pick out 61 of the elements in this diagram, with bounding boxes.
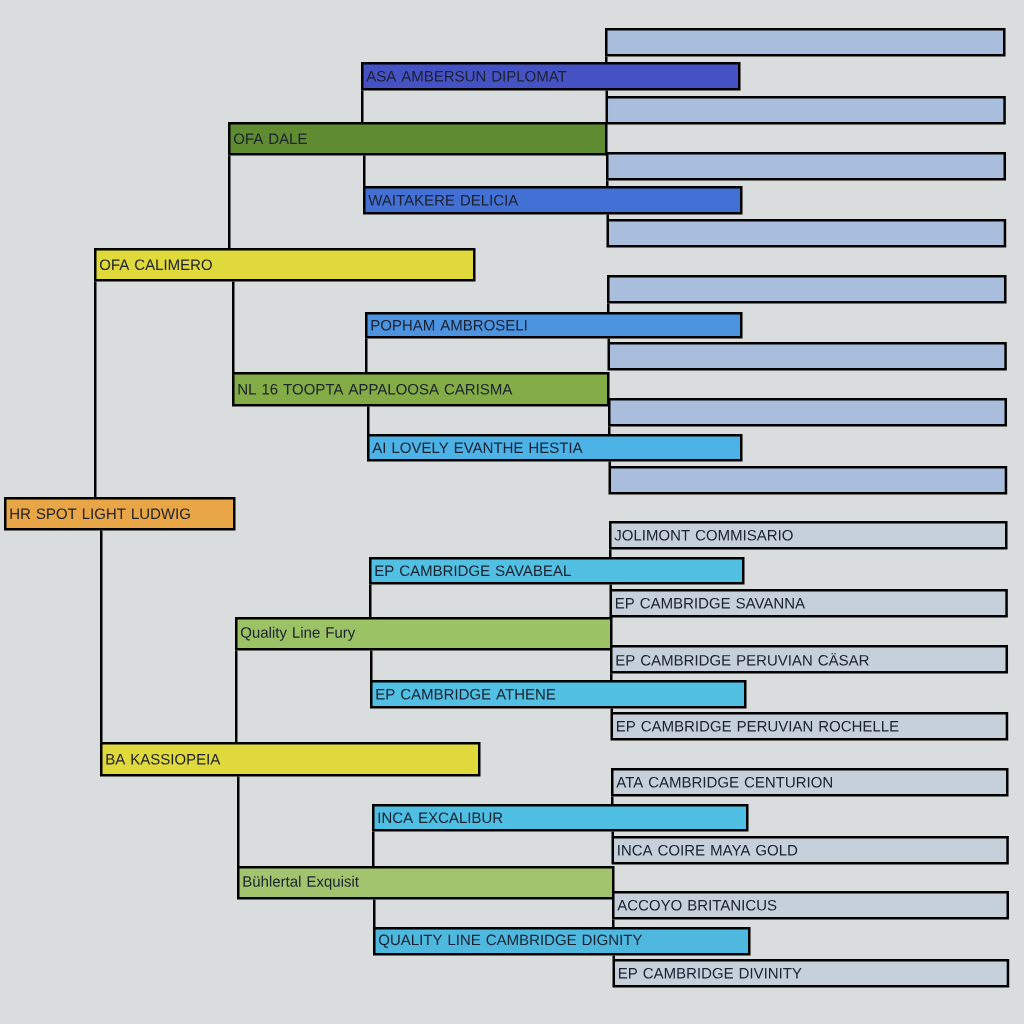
connector-line bbox=[228, 155, 231, 248]
connector-line bbox=[605, 90, 608, 96]
pedigree-box: JOLIMONT COMMISARIO bbox=[609, 521, 1008, 550]
pedigree-box: OFA DALE bbox=[228, 122, 608, 156]
pedigree-box: ATA CAMBRIDGE CENTURION bbox=[611, 768, 1009, 797]
pedigree-box: EP CAMBRIDGE PERUVIAN ROCHELLE bbox=[610, 712, 1009, 741]
pedigree-box bbox=[607, 342, 1007, 371]
pedigree-box bbox=[606, 152, 1006, 181]
connector-line bbox=[612, 955, 615, 959]
connector-line bbox=[607, 303, 610, 312]
pedigree-box: NL 16 TOOPTA APPALOOSA CARISMA bbox=[232, 372, 610, 407]
connector-line bbox=[232, 281, 235, 372]
pedigree-box: EP CAMBRIDGE SAVANNA bbox=[609, 589, 1008, 618]
pedigree-box: AI LOVELY EVANTHE HESTIA bbox=[367, 434, 743, 462]
pedigree-box: EP CAMBRIDGE DIVINITY bbox=[612, 959, 1010, 988]
pedigree-box: EP CAMBRIDGE SAVABEAL bbox=[369, 557, 745, 585]
pedigree-box: EP CAMBRIDGE PERUVIAN CÄSAR bbox=[610, 645, 1008, 674]
pedigree-box: Quality Line Fury bbox=[235, 617, 613, 651]
pedigree-box: ASA AMBERSUN DIPLOMAT bbox=[361, 62, 741, 91]
connector-line bbox=[361, 90, 364, 122]
pedigree-box: Bühlertal Exquisit bbox=[237, 866, 615, 900]
connector-line bbox=[94, 281, 97, 497]
connector-line bbox=[608, 461, 611, 466]
pedigree-box bbox=[605, 96, 1006, 125]
connector-line bbox=[606, 214, 609, 219]
connector-line bbox=[370, 650, 373, 680]
pedigree-box: INCA COIRE MAYA GOLD bbox=[611, 836, 1009, 865]
pedigree-box: ACCOYO BRITANICUS bbox=[612, 891, 1009, 920]
pedigree-box bbox=[605, 28, 1006, 57]
connector-line bbox=[607, 338, 610, 342]
pedigree-box: OFA CALIMERO bbox=[94, 248, 476, 282]
pedigree-box: HR SPOT LIGHT LUDWIG bbox=[4, 497, 236, 531]
connector-line bbox=[365, 338, 368, 372]
connector-line bbox=[611, 831, 614, 836]
pedigree-box bbox=[607, 275, 1007, 304]
connector-line bbox=[372, 831, 375, 866]
connector-line bbox=[363, 155, 366, 186]
pedigree-box bbox=[606, 219, 1007, 248]
connector-line bbox=[237, 776, 240, 866]
pedigree-box: POPHAM AMBROSELI bbox=[365, 312, 743, 339]
connector-line bbox=[373, 899, 376, 927]
connector-line bbox=[369, 584, 372, 617]
pedigree-box: EP CAMBRIDGE ATHENE bbox=[370, 680, 747, 709]
connector-line bbox=[367, 406, 370, 434]
connector-line bbox=[609, 584, 612, 589]
pedigree-box bbox=[608, 466, 1008, 495]
connector-line bbox=[606, 180, 609, 186]
pedigree-box: BA KASSIOPEIA bbox=[100, 742, 481, 777]
pedigree-box: WAITAKERE DELICIA bbox=[363, 186, 743, 215]
pedigree-box: QUALITY LINE CAMBRIDGE DIGNITY bbox=[373, 927, 751, 956]
connector-line bbox=[611, 796, 614, 804]
connector-line bbox=[612, 919, 615, 927]
connector-line bbox=[235, 650, 238, 742]
connector-line bbox=[100, 530, 103, 742]
connector-line bbox=[608, 426, 611, 434]
connector-line bbox=[610, 708, 613, 712]
connector-line bbox=[609, 549, 612, 557]
connector-line bbox=[605, 56, 608, 62]
pedigree-box bbox=[608, 398, 1007, 427]
connector-line bbox=[610, 673, 613, 680]
pedigree-box: INCA EXCALIBUR bbox=[372, 804, 749, 832]
